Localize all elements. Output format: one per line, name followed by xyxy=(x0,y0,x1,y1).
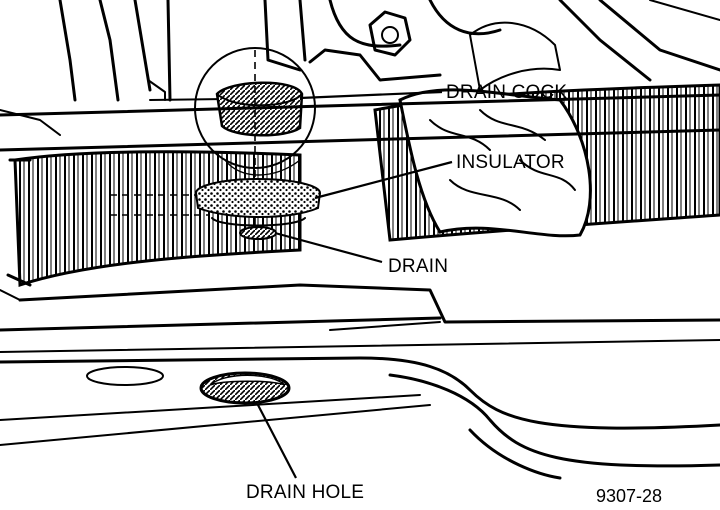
crossing-tube xyxy=(0,93,720,152)
drain-leader xyxy=(274,231,383,264)
right-hose xyxy=(373,21,720,242)
insulator-leader xyxy=(314,160,453,200)
drain-cock xyxy=(194,47,316,240)
insulator-label: INSULATOR xyxy=(456,152,565,173)
leader-lines xyxy=(257,90,453,479)
drain-hole xyxy=(199,371,291,405)
floor-panel xyxy=(0,283,720,480)
drain-hole-label: DRAIN HOLE xyxy=(246,482,364,503)
drain-hole-leader xyxy=(257,404,297,479)
drain-cock-leader xyxy=(299,90,443,100)
drain-label: DRAIN xyxy=(388,256,448,277)
insulator xyxy=(110,178,321,218)
figure-number: 9307-28 xyxy=(596,486,662,506)
drain-cock-label: DRAIN COCK xyxy=(446,82,567,103)
left-hose xyxy=(6,150,302,288)
